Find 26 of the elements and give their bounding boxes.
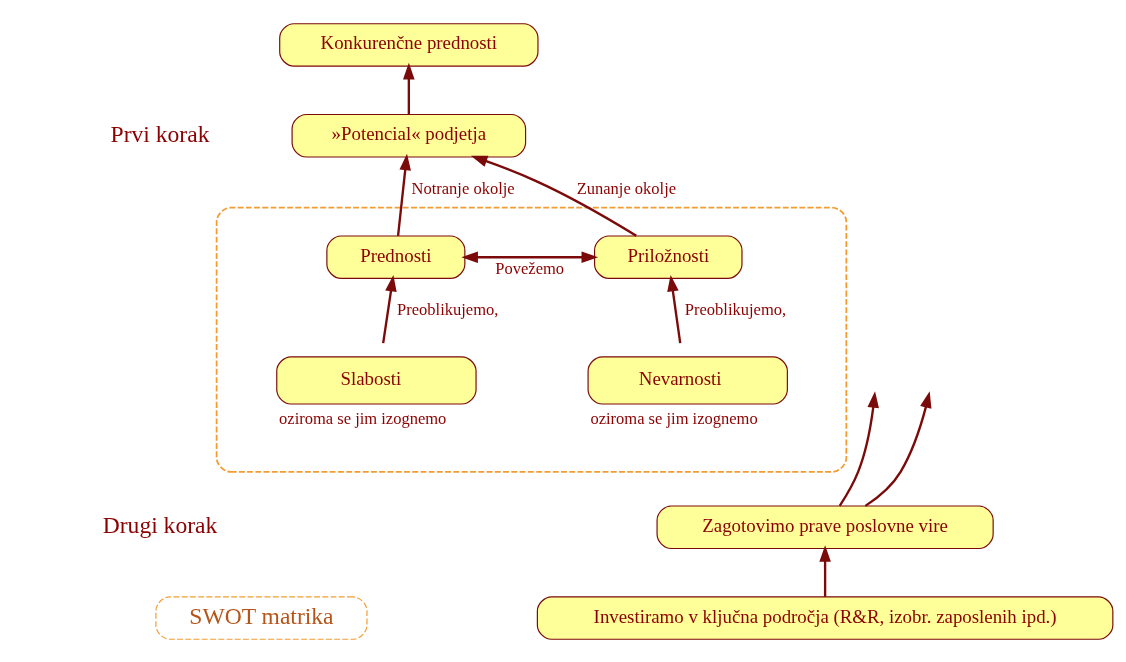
edge-label: Notranje okolje	[411, 178, 515, 198]
node-box: Zagotovimo prave poslovne vire	[656, 504, 994, 549]
label: Prvi korak	[110, 120, 210, 147]
arrow	[470, 155, 637, 237]
arrow	[838, 390, 879, 506]
node-label: oziroma se jim izognemo	[279, 408, 447, 428]
node-box: »Potencial« podjetja	[291, 113, 527, 158]
edge-label: Zunanje okolje	[576, 178, 677, 198]
node-box: Prednosti	[326, 234, 466, 279]
label: Drugi korak	[102, 511, 218, 538]
node-box: SWOT matrika	[155, 595, 368, 640]
edge-label: Preoblikujemo,	[397, 299, 499, 319]
arrow	[667, 274, 682, 343]
arrow	[403, 62, 415, 114]
arrow	[461, 250, 599, 263]
arrow	[864, 390, 932, 507]
node-box: Konkurenčne prednosti	[279, 22, 539, 67]
edge-label: Preoblikujemo,	[684, 299, 787, 319]
node-label: oziroma se jim izognemo	[590, 408, 758, 428]
cluster	[215, 206, 848, 473]
arrow	[396, 153, 411, 236]
arrow	[382, 274, 397, 343]
node-box: Investiramo v ključna področja (R&R, izobr. zaposlenih ipd.)	[536, 595, 1114, 640]
edge-label: Povežemo	[495, 258, 565, 278]
arrow	[819, 544, 831, 597]
node-box: Priložnosti	[594, 234, 743, 279]
